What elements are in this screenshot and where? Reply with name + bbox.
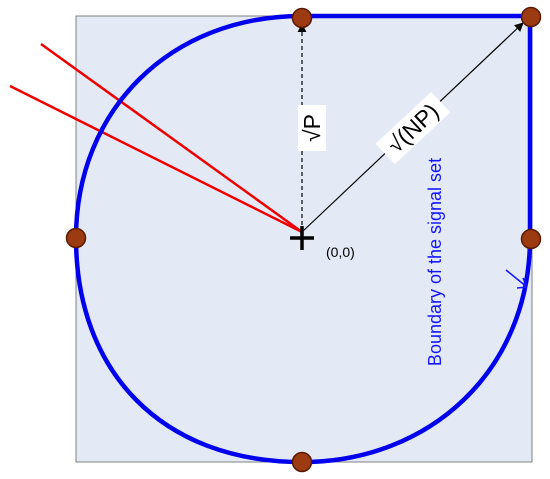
signal-point-bottom bbox=[291, 451, 313, 473]
signal-point-top bbox=[291, 7, 313, 29]
red-ray-upper bbox=[40, 42, 303, 234]
signal-point-top-right bbox=[520, 6, 542, 28]
boundary-label: Boundary of the signal set bbox=[425, 158, 445, 366]
origin-label: (0,0) bbox=[326, 244, 355, 260]
signal-point-right bbox=[520, 228, 542, 250]
sqrt-p-label-bg bbox=[298, 105, 326, 151]
red-ray-lower bbox=[9, 84, 303, 234]
signal-set-boundary bbox=[73, 13, 533, 465]
origin-cross bbox=[290, 226, 314, 250]
sqrt-p-label: √P bbox=[299, 114, 325, 142]
signal-point-left bbox=[65, 227, 87, 249]
sqrt-np-label-bg bbox=[375, 91, 451, 165]
boundary-pointer bbox=[505, 269, 528, 289]
